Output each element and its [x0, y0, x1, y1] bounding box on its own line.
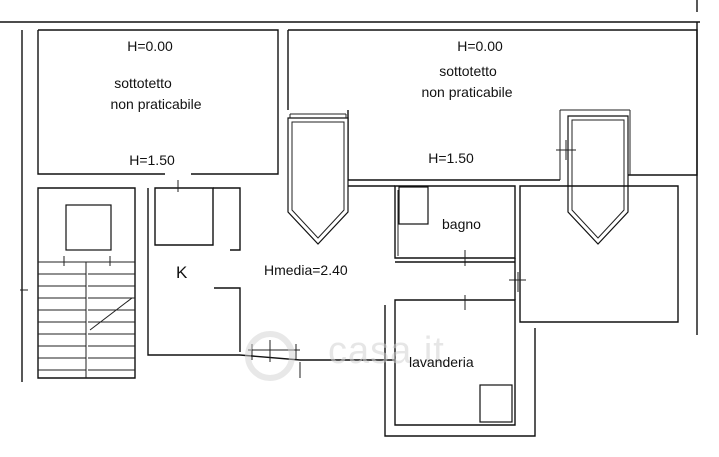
laundry-room — [384, 295, 536, 437]
stairwell — [37, 187, 136, 379]
laundry-label: lavanderia — [409, 354, 474, 370]
average-height-label: Hmedia=2.40 — [264, 262, 348, 278]
watermark-text: casa.it — [328, 330, 445, 372]
attic-left-name-line1: sottotetto — [114, 75, 172, 91]
main-room-walls — [147, 180, 395, 361]
right-room — [509, 185, 679, 323]
bathroom-label: bagno — [442, 216, 481, 232]
skylight-right — [559, 109, 631, 245]
watermark-badge — [240, 318, 490, 388]
kitchen-label: K — [176, 263, 188, 282]
attic-right-name-line1: sottotetto — [439, 63, 497, 79]
attic-left-height-top: H=0.00 — [127, 38, 173, 54]
attic-left-height-bottom: H=1.50 — [129, 152, 175, 168]
attic-left-room — [21, 29, 279, 382]
attic-left-name-line2: non praticabile — [110, 96, 202, 112]
skylight-left — [287, 113, 349, 245]
attic-right-height-top: H=0.00 — [457, 38, 503, 54]
attic-right-height-bottom: H=1.50 — [428, 150, 474, 166]
attic-right-name-line2: non praticabile — [421, 84, 513, 100]
